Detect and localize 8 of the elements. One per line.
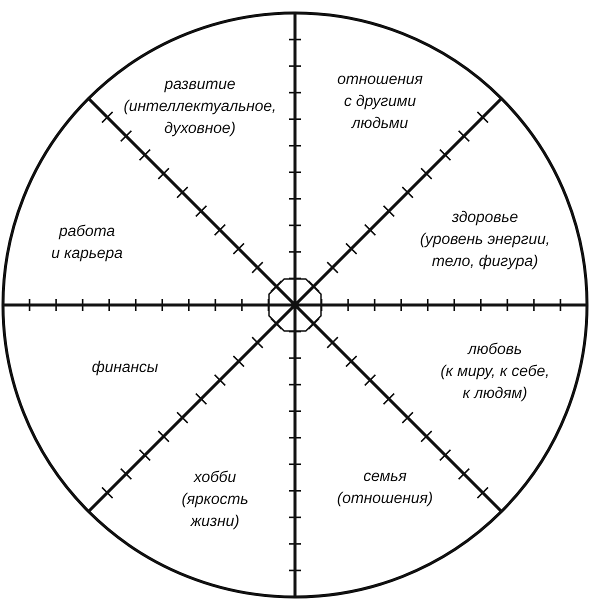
sector-label: любовь (к миру, к себе, к людям)	[440, 339, 550, 405]
sector-label: отношения с другими людьми	[337, 69, 423, 135]
sector-label: развитие (интеллектуальное, духовное)	[124, 74, 276, 140]
sector-label: здоровье (уровень энергии, тело, фигура)	[420, 207, 550, 273]
sector-label: финансы	[92, 357, 158, 379]
sector-label: хобби (яркость жизни)	[182, 467, 248, 533]
sector-label: работа и карьера	[51, 221, 123, 265]
sector-label: семья (отношения)	[337, 466, 433, 510]
